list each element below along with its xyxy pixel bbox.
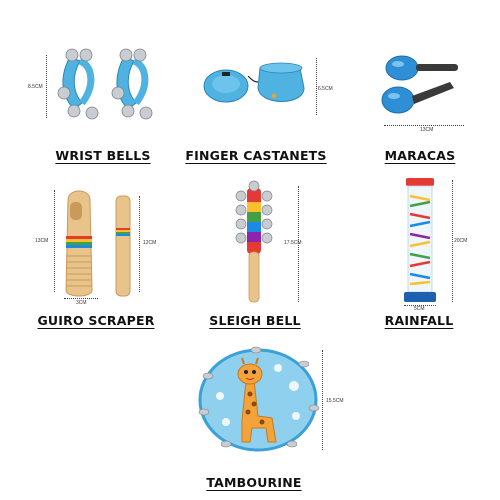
wrist-bells-image bbox=[57, 48, 153, 120]
rainfall-height-dimension: 20CM bbox=[454, 238, 468, 244]
guiro-stick-line bbox=[139, 196, 140, 292]
wrist-bells-label: WRIST BELLS bbox=[55, 148, 151, 163]
finger-castanets-label: FINGER CASTANETS bbox=[185, 148, 327, 163]
maracas-dimension-line bbox=[384, 125, 464, 126]
tambourine-label: TAMBOURINE bbox=[206, 475, 302, 490]
rainfall-label: RAINFALL bbox=[384, 313, 454, 328]
guiro-stick-dimension: 12CM bbox=[143, 240, 157, 246]
guiro-width-dimension: 3CM bbox=[76, 300, 87, 306]
sleigh-bell-label: SLEIGH BELL bbox=[209, 313, 301, 328]
wrist-bells-dimension-line bbox=[46, 55, 47, 118]
wrist-bells-dimension: 8.5CM bbox=[28, 84, 43, 90]
finger-castanets-image bbox=[203, 62, 305, 103]
rainfall-image bbox=[404, 178, 436, 302]
guiro-width-line bbox=[64, 298, 98, 299]
tambourine-image bbox=[198, 346, 320, 452]
finger-castanets-dimension: 6.5CM bbox=[318, 86, 333, 92]
sleigh-bell-dimension-line bbox=[298, 186, 299, 302]
tambourine-dimension: 15.5CM bbox=[326, 398, 344, 404]
tambourine-dimension-line bbox=[322, 350, 323, 450]
maracas-dimension: 13CM bbox=[420, 127, 434, 133]
maracas-label: MARACAS bbox=[384, 148, 456, 163]
guiro-scraper-label: GUIRO SCRAPER bbox=[37, 313, 155, 328]
sleigh-bell-image bbox=[235, 180, 273, 303]
rainfall-width-dimension: 5CM bbox=[414, 306, 425, 312]
rainfall-height-line bbox=[452, 180, 453, 302]
rainfall-width-line bbox=[404, 305, 436, 306]
maracas-image bbox=[381, 55, 458, 114]
guiro-height-line bbox=[54, 190, 55, 292]
finger-castanets-dimension-line bbox=[316, 58, 317, 115]
sleigh-bell-dimension: 17.5CM bbox=[284, 240, 302, 246]
guiro-scraper-image bbox=[65, 190, 131, 297]
guiro-height-dimension: 13CM bbox=[35, 238, 49, 244]
